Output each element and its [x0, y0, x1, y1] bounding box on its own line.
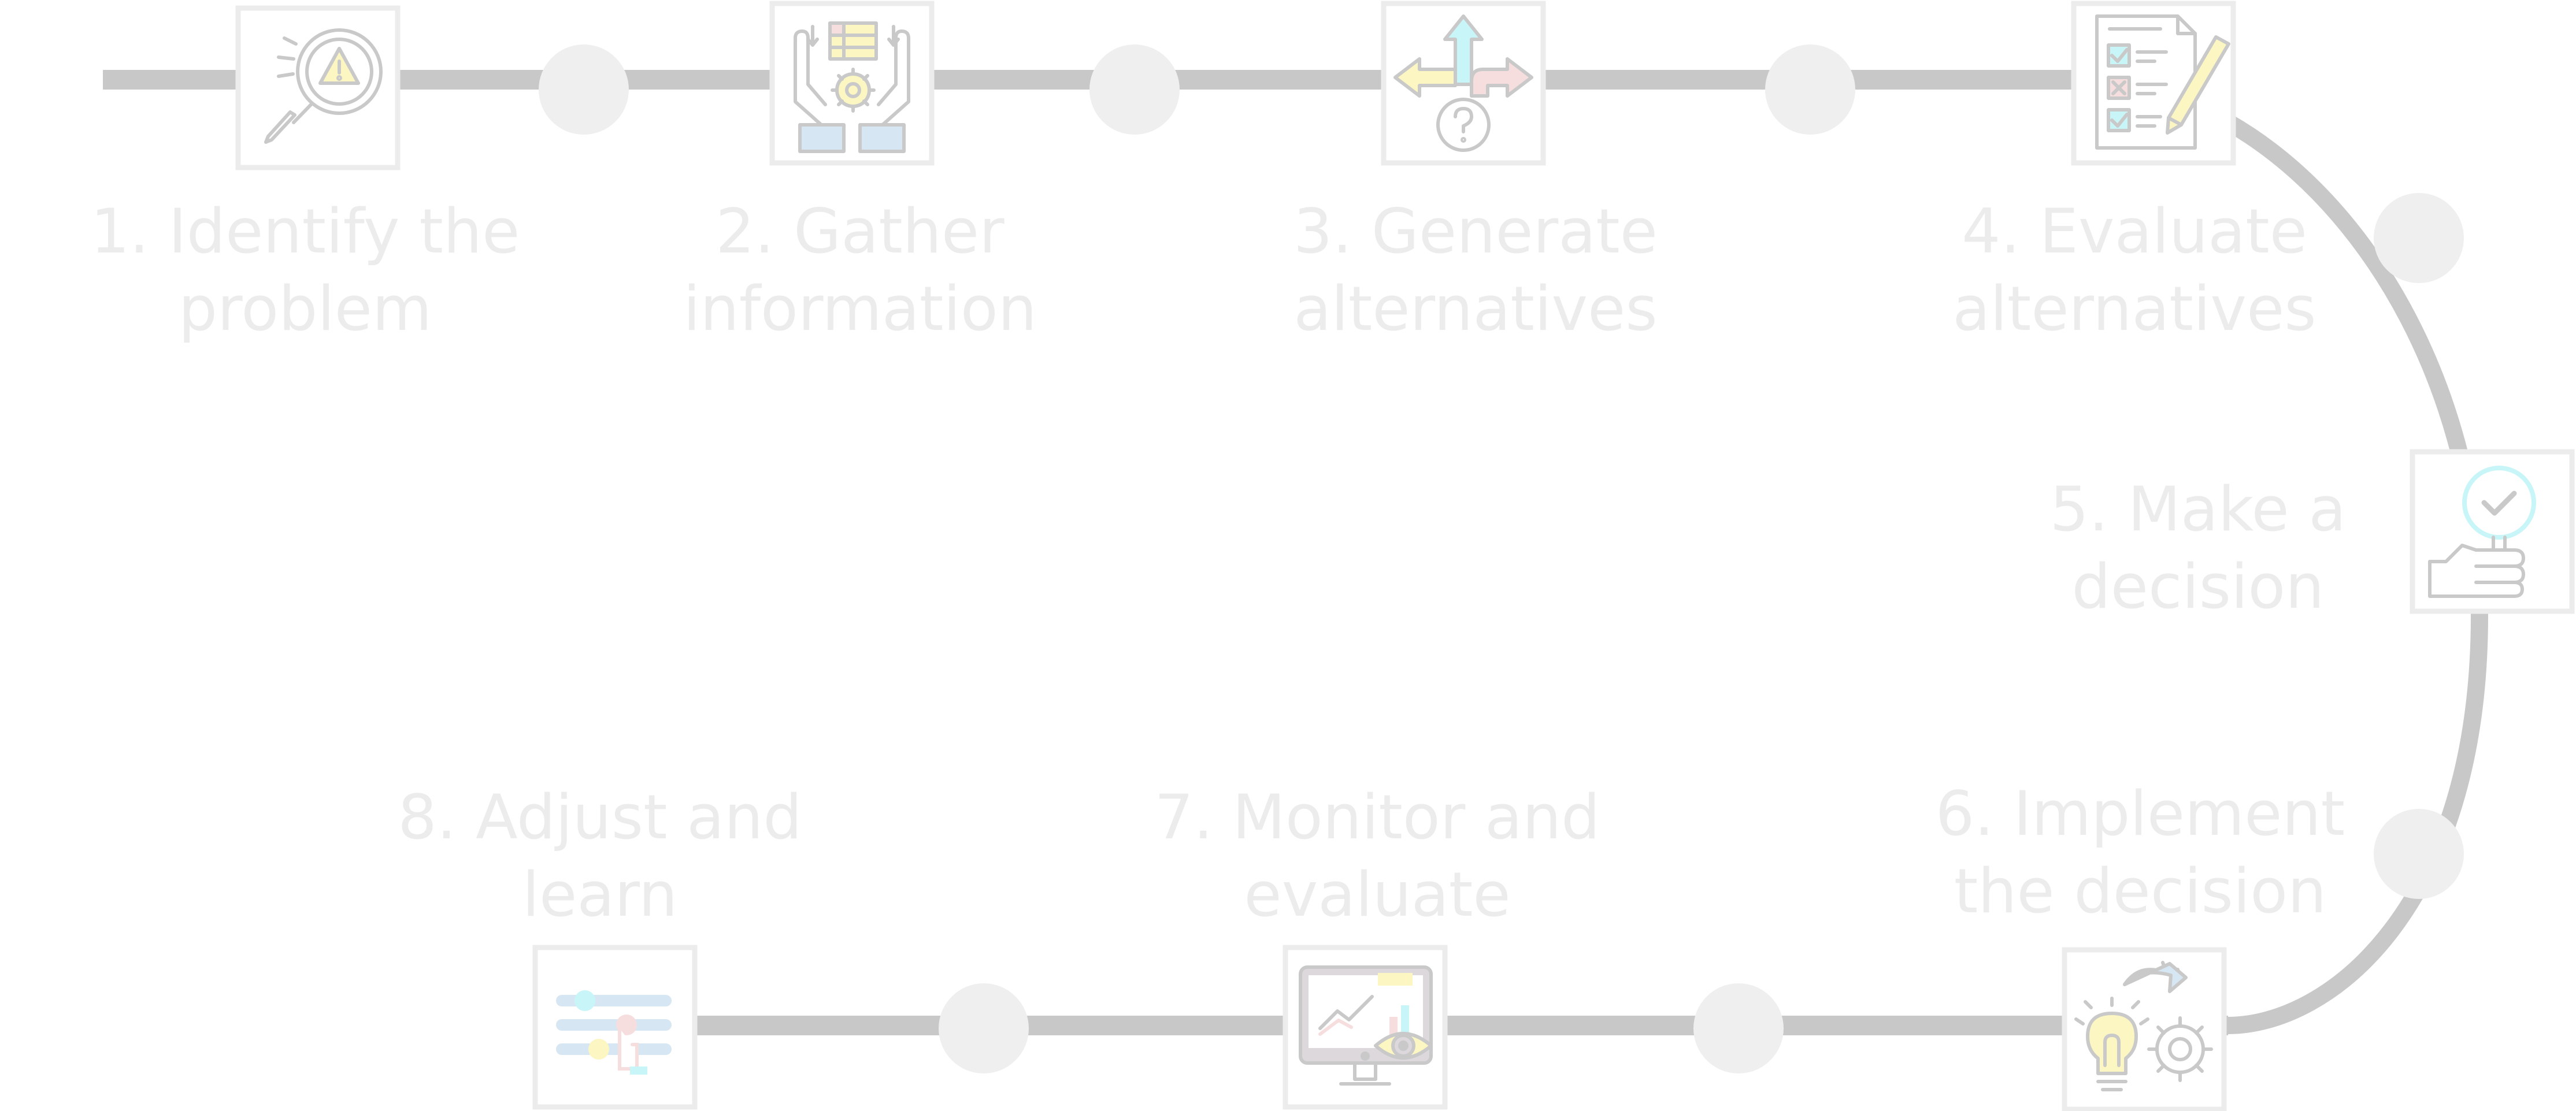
node-5: [2374, 809, 2464, 899]
node-1: [539, 44, 629, 135]
node-6: [1693, 983, 1784, 1073]
step-8-label: 8. Adjust and learn: [398, 782, 802, 930]
step-2-icon-box: [769, 1, 935, 166]
monitor-eye-icon: [1299, 965, 1433, 1086]
step-7-icon-box: [1283, 945, 1448, 1110]
step-3-label: 3. Generate alternatives: [1293, 196, 1658, 344]
step-6-icon-box: [2062, 947, 2227, 1111]
step-5-label: 5. Make a decision: [2049, 474, 2347, 622]
step-3-icon-box: [1381, 1, 1546, 166]
bulb-gear-icon: [2074, 961, 2213, 1091]
step-7-label: 7. Monitor and evaluate: [1154, 782, 1600, 930]
node-2: [1089, 44, 1180, 135]
step-4-icon-box: [2071, 1, 2236, 166]
checklist-pencil-icon: [2095, 14, 2230, 150]
node-3: [1765, 44, 1855, 135]
magnifier-warning-icon: [264, 28, 383, 144]
step-1-label: 1. Identify the problem: [90, 196, 520, 344]
sliders-hand-icon: [556, 990, 672, 1075]
step-2-label: 2. Gather information: [683, 196, 1037, 344]
node-7: [939, 983, 1029, 1073]
connector-nodes: [539, 44, 2464, 1073]
step-8-icon-box: [532, 945, 698, 1110]
step-1-icon-box: [235, 5, 401, 170]
node-4: [2374, 193, 2464, 283]
step-6-label: 6. Implement the decision: [1935, 778, 2345, 927]
hand-check-icon: [2428, 466, 2536, 598]
step-4-label: 4. Evaluate alternatives: [1952, 196, 2316, 344]
step-5-icon-box: [2410, 449, 2575, 614]
arrows-question-icon: [1393, 14, 1533, 152]
hands-gear-list-icon: [794, 21, 910, 153]
